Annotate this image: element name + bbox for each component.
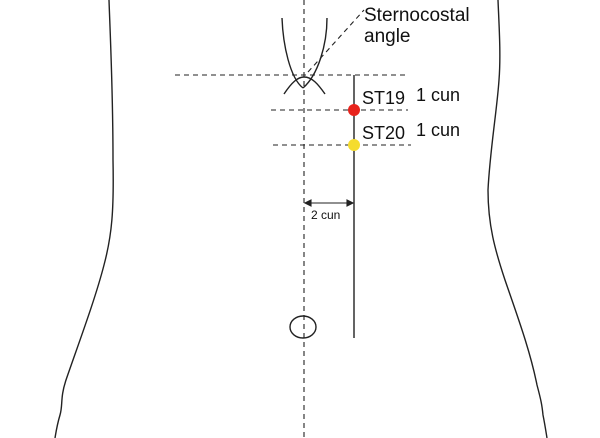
st19-point[interactable] xyxy=(348,104,360,116)
body-outline-left xyxy=(54,0,114,438)
navel xyxy=(289,315,317,339)
st20-distance-label: 1 cun xyxy=(416,120,460,140)
sternocostal-pointer-line xyxy=(307,9,365,73)
sternum-left-edge xyxy=(281,17,304,89)
st19-label: ST19 xyxy=(362,88,405,108)
sternocostal-label-line1: Sternocostal xyxy=(364,5,470,26)
st20-label: ST20 xyxy=(362,123,405,143)
st19-distance-label: 1 cun xyxy=(416,85,460,105)
costal-arch xyxy=(283,76,326,95)
sternocostal-label-line2: angle xyxy=(364,26,411,47)
two-cun-arrow xyxy=(303,199,355,207)
st20-point[interactable] xyxy=(348,139,360,151)
two-cun-label: 2 cun xyxy=(311,208,340,222)
body-outline-right xyxy=(487,0,548,438)
